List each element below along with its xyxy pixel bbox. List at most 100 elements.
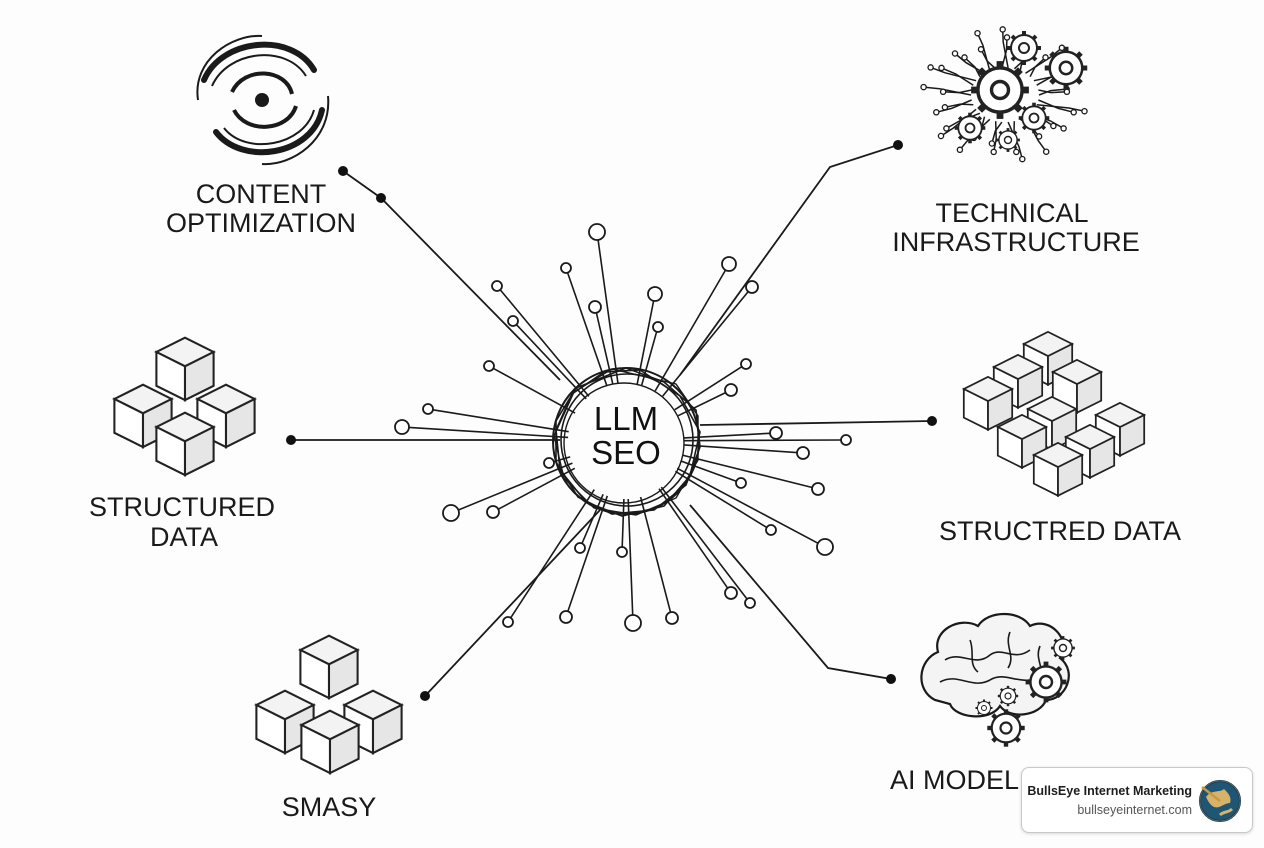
- spoke-node: [483, 360, 495, 372]
- circuit-pad: [920, 83, 927, 91]
- connector-smasy: [424, 509, 601, 697]
- cubes-icon: [113, 336, 256, 477]
- spoke-line: [660, 486, 748, 600]
- spoke-line: [566, 272, 608, 387]
- endpoint-dot: [886, 674, 896, 684]
- connector-content-optimization: [342, 170, 561, 381]
- circuit-trace: [1007, 121, 1024, 160]
- node-label-smasy: SMASY: [282, 792, 377, 822]
- spoke-line: [658, 488, 729, 589]
- spoke-line: [627, 498, 634, 616]
- spoke-line: [408, 426, 569, 439]
- spoke-node: [744, 597, 756, 609]
- spoke-line: [621, 498, 625, 548]
- node-label-content-optimization: OPTIMIZATION: [166, 208, 356, 238]
- spoke-line: [581, 493, 604, 544]
- spoke-node: [394, 419, 410, 435]
- circuit-trace: [943, 89, 972, 94]
- circuit-trace: [941, 67, 974, 86]
- circuit-pad: [988, 140, 996, 147]
- circuit-pad: [927, 64, 934, 71]
- connector-dots: [286, 140, 937, 701]
- circuit-pad: [956, 146, 964, 154]
- spoke-line: [662, 291, 749, 397]
- spoke-node: [740, 358, 752, 370]
- connector-ai-model: [689, 504, 892, 680]
- spoke-node: [442, 504, 460, 522]
- spoke-node: [724, 586, 738, 600]
- spoke-line: [595, 312, 614, 385]
- endpoint-dot: [893, 140, 903, 150]
- spoke-node: [491, 280, 503, 292]
- globe-logo-icon: [1199, 780, 1241, 822]
- spoke-line: [639, 496, 672, 613]
- node-label-ai-model: AI MODEL: [890, 765, 1019, 795]
- spoke-node: [507, 315, 519, 327]
- spoke-line: [458, 462, 573, 511]
- badge-url[interactable]: bullseyeinternet.com: [1077, 803, 1192, 817]
- circuit-pad: [990, 148, 997, 156]
- spoke-node: [502, 616, 514, 628]
- circuit-trace: [1001, 29, 1009, 69]
- spoke-line: [674, 366, 743, 411]
- spoke-line: [683, 444, 798, 454]
- spoke-line: [510, 489, 595, 619]
- badge-title: BullsEye Internet Marketing: [1027, 784, 1192, 798]
- endpoint-dot: [376, 193, 386, 203]
- circuit-pad: [933, 109, 940, 116]
- spoke-line: [515, 324, 587, 400]
- circuit-pad: [951, 50, 959, 57]
- circuit-pad: [943, 125, 950, 132]
- circuit-pad: [939, 88, 947, 96]
- swirl-icon: [196, 34, 330, 166]
- spoke-line: [499, 289, 590, 397]
- connector-technical-infrastructure: [679, 144, 899, 376]
- circuit-pad: [938, 64, 945, 72]
- spoke-node: [422, 403, 434, 415]
- node-label-structred-data: STRUCTRED DATA: [939, 516, 1181, 546]
- brand-badge[interactable]: BullsEye Internet Marketing bullseyeinte…: [1021, 767, 1253, 833]
- circuit-trace: [1029, 56, 1047, 78]
- circuit-pad: [1063, 88, 1071, 96]
- spoke-line: [567, 495, 609, 612]
- spoke-node: [721, 256, 737, 272]
- spoke-line: [597, 239, 619, 384]
- circuit-trace: [1038, 99, 1074, 114]
- spoke-node: [560, 262, 572, 274]
- circuit-pad: [974, 29, 981, 37]
- spoke-node: [816, 538, 834, 556]
- circuit-pad: [1013, 148, 1020, 156]
- circuit-pad: [999, 26, 1006, 33]
- spoke-line: [654, 269, 727, 392]
- circuit-trace: [1036, 104, 1085, 112]
- node-label-technical-infrastructure: TECHNICAL: [935, 198, 1088, 228]
- spoke-line: [680, 460, 737, 483]
- spoke-node: [543, 457, 555, 469]
- spoke-node: [796, 446, 810, 460]
- node-label-structured-data: DATA: [150, 522, 218, 552]
- circuit-pad: [1081, 107, 1088, 115]
- spoke-node: [840, 434, 852, 446]
- node-label-technical-infrastructure: INFRASTRUCTURE: [892, 227, 1140, 257]
- circuit-trace: [980, 48, 997, 70]
- center-label-line-2: SEO: [591, 434, 661, 471]
- circuit-trace: [1001, 37, 1008, 69]
- circuit-trace: [1038, 88, 1067, 96]
- circuit-trace: [930, 66, 977, 82]
- endpoint-dot: [420, 691, 430, 701]
- spoke-line: [683, 432, 771, 439]
- node-label-content-optimization: CONTENT: [196, 179, 327, 209]
- spoke-node: [559, 610, 573, 624]
- cubes-icon: [255, 634, 403, 775]
- circuit-pad: [977, 46, 985, 53]
- spoke-line: [676, 467, 819, 544]
- circuit-pad: [1042, 148, 1050, 155]
- spoke-node: [486, 505, 500, 519]
- spoke-node: [811, 482, 825, 496]
- circuit-pad: [961, 54, 968, 61]
- endpoint-dot: [286, 435, 296, 445]
- circuit-trace: [936, 99, 972, 114]
- spoke-node: [665, 611, 679, 625]
- spoke-line: [682, 454, 813, 489]
